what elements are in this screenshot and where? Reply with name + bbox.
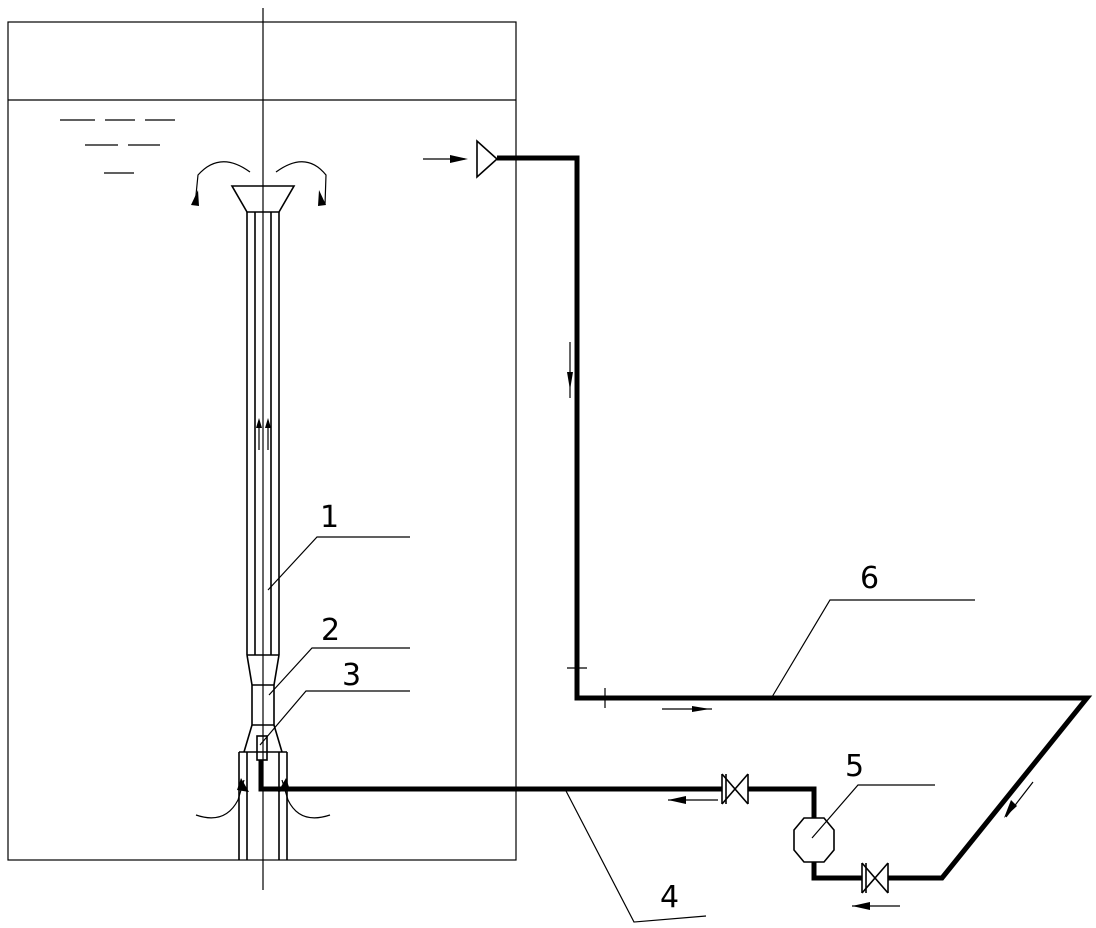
pump (793, 817, 835, 863)
leader-line-6 (771, 599, 975, 698)
feed-pipe-to-nozzle (258, 760, 722, 792)
up-arrows-in-riser (258, 425, 269, 450)
arrowhead-top-right (318, 190, 326, 206)
throat-section (243, 654, 283, 753)
flow-arrow-left-head (668, 796, 686, 804)
arrowhead-bottom-left (237, 778, 249, 792)
riser-tube (246, 212, 280, 656)
bottom-inflow-arrows (195, 779, 331, 819)
flow-arrow-right-head (692, 706, 710, 712)
leader-line-3 (259, 690, 410, 746)
pipe-ticks (567, 667, 606, 708)
tank-outline (7, 21, 517, 861)
inlet-arrowhead (450, 155, 468, 163)
suction-inlet (476, 139, 499, 179)
valve-lower (861, 862, 889, 894)
leader-line-1 (267, 536, 410, 591)
leader-line-2 (268, 647, 410, 696)
leader-line-5 (811, 784, 935, 839)
valve-upper (721, 773, 749, 805)
label-4: 4 (660, 880, 679, 915)
nozzle (256, 735, 268, 761)
label-3: 3 (342, 658, 361, 693)
flow-arrow-left-bottom-head (852, 902, 870, 910)
up-arrowhead-right (265, 418, 271, 428)
arrowhead-top-left (191, 190, 199, 206)
suction-pipe-6 (497, 155, 1093, 881)
leader-line-4 (564, 788, 707, 923)
label-2: 2 (321, 613, 340, 648)
label-5: 5 (845, 749, 864, 784)
up-arrowhead-left (256, 418, 262, 428)
bottom-sleeve (238, 751, 288, 860)
flow-arrow-down-head (567, 372, 573, 390)
label-1: 1 (320, 500, 339, 535)
top-circulation-arrows (194, 161, 327, 206)
water-level-symbol (60, 119, 175, 174)
discharge-pipe-4 (811, 862, 862, 881)
flow-arrow-diag-head (1004, 800, 1017, 818)
label-6: 6 (860, 561, 879, 596)
pump-outlet-pipe (748, 786, 817, 818)
